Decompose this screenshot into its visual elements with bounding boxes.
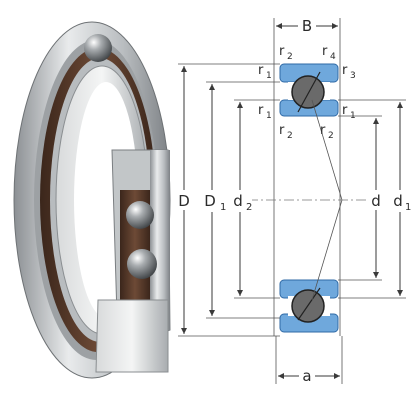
chamfer-r4-top: r	[322, 44, 328, 59]
bore-label: d	[371, 192, 381, 210]
a-label-bg	[299, 366, 315, 386]
chamfer-r1-inner-right: r	[342, 103, 348, 118]
chamfer-r1-inner-left: r	[258, 103, 264, 118]
section-drawing: B a D D 1 d 2	[176, 16, 412, 386]
b-arrow-left	[276, 23, 282, 29]
chamfer-r1-inner-right-sub: 1	[350, 111, 356, 121]
chamfer-r2-lower-left: r	[279, 123, 285, 138]
ball-section-top	[291, 75, 325, 109]
b-arrow-right	[332, 23, 338, 29]
chamfer-r2-top: r	[279, 44, 285, 59]
a-arrow-right	[334, 373, 340, 379]
contact-line-bottom	[297, 287, 321, 321]
inner-ring-front	[95, 299, 169, 373]
d2-arrow-top	[237, 102, 243, 108]
shoulder-inner-sub: 2	[246, 202, 252, 213]
bore-arrow-bottom	[373, 272, 379, 278]
d-outer-label-bg	[176, 190, 192, 210]
pressure-line-bottom	[311, 199, 343, 301]
outer-diameter-label: D	[178, 192, 190, 210]
chamfer-r1-outer-left: r	[258, 63, 264, 78]
d-outer-arrow-bottom	[181, 328, 187, 334]
ball-top	[84, 34, 112, 62]
pressure-line-top	[311, 99, 343, 201]
d-outer-arrow-top	[181, 66, 187, 72]
chamfer-r1-inner-left-sub: 1	[266, 111, 272, 121]
ball-cut-1	[126, 201, 154, 229]
chamfer-r2-top-sub: 2	[287, 52, 293, 62]
chamfer-r2-lower-right: r	[320, 123, 326, 138]
shoulder-outer-label: D	[204, 192, 216, 210]
shoulder-inner-label: d	[233, 192, 243, 210]
width-label: B	[302, 17, 312, 35]
inner-ring-outer-sub: 1	[405, 202, 411, 213]
d1-inner-arrow-top	[397, 102, 403, 108]
b-label-bg	[298, 16, 316, 36]
chamfer-r3-right-sub: 3	[350, 71, 356, 81]
inner-ring-outer-label: d	[393, 192, 403, 210]
contact-line-top	[297, 71, 321, 113]
cutaway-outer-ring	[150, 150, 170, 330]
bore-arrow-top	[373, 118, 379, 124]
d1-outer-label-bg	[202, 190, 224, 212]
section-bottom	[279, 279, 339, 333]
shoulder-outer-sub: 1	[220, 202, 226, 213]
d2-arrow-bottom	[237, 290, 243, 296]
chamfer-r2-lower-left-sub: 2	[287, 131, 293, 141]
d1-inner-arrow-bottom	[397, 290, 403, 296]
bearing-photo	[13, 21, 171, 379]
d1-outer-arrow-top	[209, 84, 215, 90]
ball-cut-2	[127, 249, 157, 279]
chamfer-r4-top-sub: 4	[330, 52, 336, 62]
a-arrow-left	[278, 373, 284, 379]
chamfer-r3-right: r	[342, 63, 348, 78]
pressure-center-label: a	[302, 367, 311, 385]
d2-label-bg	[230, 190, 252, 212]
chamfer-r2-lower-right-sub: 2	[328, 131, 334, 141]
bore-label-bg	[368, 190, 384, 210]
chamfer-r1-outer-left-sub: 1	[266, 71, 272, 81]
section-top	[279, 63, 339, 117]
d1-inner-label-bg	[390, 190, 412, 212]
d1-outer-arrow-bottom	[209, 310, 215, 316]
